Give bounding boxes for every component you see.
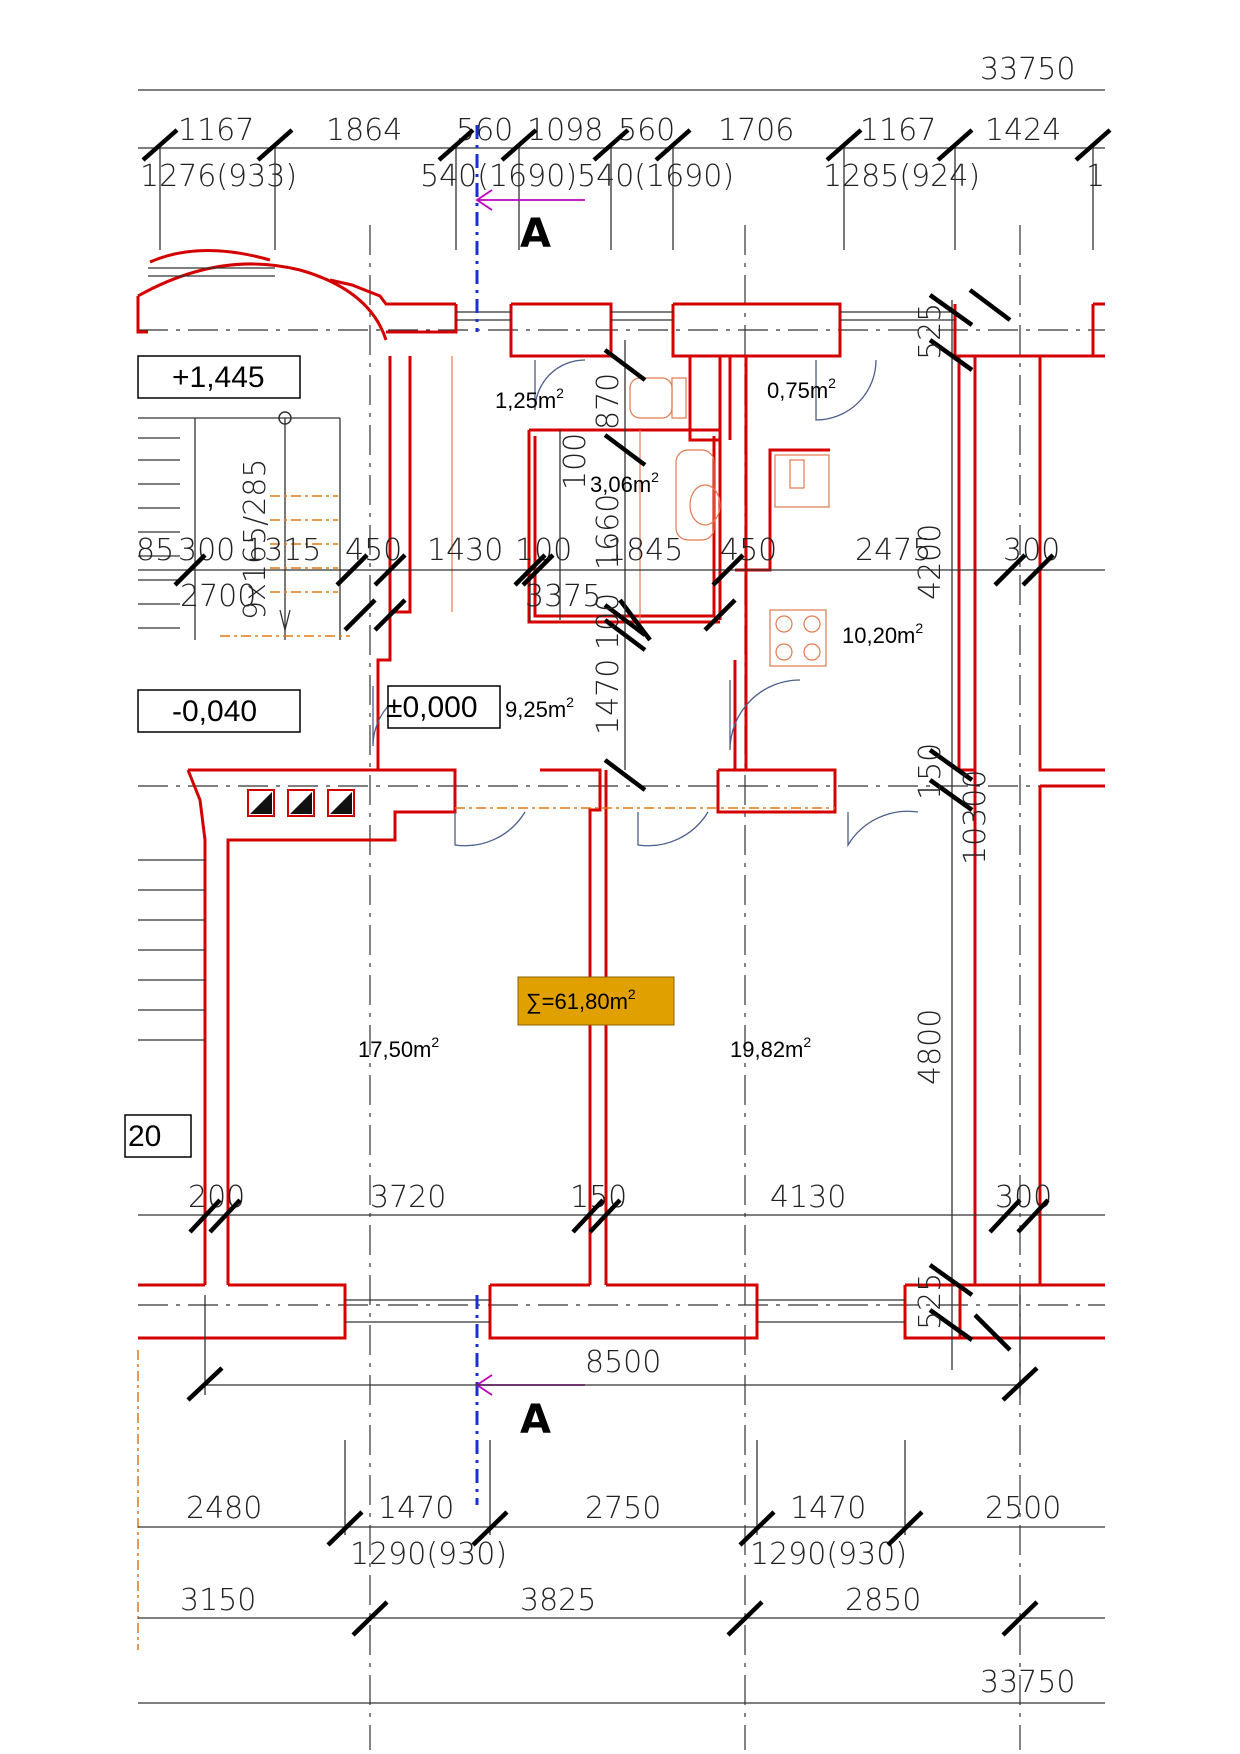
level-marker: +1,445	[172, 361, 265, 394]
dim-label: 4800	[913, 1009, 948, 1085]
dim-label: 1470	[591, 659, 626, 735]
dim-label: 870	[591, 373, 626, 430]
dim-label: 1430	[427, 533, 503, 568]
section-line-a	[475, 125, 585, 1505]
section-label-top: A	[520, 211, 551, 257]
fixtures	[451, 356, 830, 667]
width-dimension	[186, 1295, 1039, 1402]
upper-dims: 85 300 1315 450 1430 100 1845 450 2475 3…	[136, 533, 1060, 614]
dim-label: 150	[570, 1180, 627, 1215]
room-area: 17,50m2	[358, 1034, 439, 1062]
dim-label: 1845	[607, 533, 683, 568]
total-area: ∑=61,80m2	[526, 986, 636, 1014]
dim-label: 1290(930)	[350, 1537, 507, 1572]
dim-label: 1864	[326, 113, 402, 148]
vertical-dimension-line	[559, 288, 1012, 1370]
dim-label: 200	[188, 1180, 245, 1215]
dim-label: 525	[913, 303, 948, 360]
chimney-flues	[247, 789, 355, 817]
total-area-badge: ∑=61,80m2	[517, 976, 675, 1026]
dim-label: 1167	[178, 113, 254, 148]
top-dims-row1: 1167 1864 560 1098 560 1706 1167 1424	[178, 113, 1061, 148]
dim-label: 1276(933)	[140, 159, 297, 194]
room-areas: 1,25m2 0,75m2 3,06m2 10,20m2 9,25m2 17,5…	[358, 375, 923, 1062]
dim-label: 2750	[585, 1491, 661, 1526]
level-marker: ±0,000	[386, 691, 478, 724]
stair-label: 9x165/285	[238, 459, 273, 620]
top-dims-row2: 1276(933) 540(1690)540(1690) 1285(924) 1	[140, 159, 1105, 194]
dim-label: 1	[1086, 159, 1105, 194]
room-area: 9,25m2	[505, 694, 574, 722]
dim-label: 100	[558, 433, 593, 490]
level-marker: -0,040	[172, 695, 257, 728]
dim-label: 3825	[520, 1583, 596, 1618]
section-label-bottom: A	[520, 1397, 551, 1443]
dim-label: 10300	[958, 770, 993, 865]
top-dimension-lines	[138, 89, 1105, 250]
dim-label: 1167	[860, 113, 936, 148]
dim-label: 300	[995, 1180, 1052, 1215]
lower-ticks	[188, 1198, 1050, 1234]
stairs	[137, 411, 835, 1650]
upper-dimension-line	[138, 569, 1105, 622]
dim-label: 2475	[855, 533, 931, 568]
dim-label: 150	[913, 743, 948, 800]
dim-label: 1470	[378, 1491, 454, 1526]
dim-label: 3150	[180, 1583, 256, 1618]
vertical-dims: 870 100 1660 100 1470 525 4200 150 10300…	[558, 303, 993, 1330]
lower-dims: 200 3720 150 4130 300	[188, 1180, 1052, 1215]
dim-label: 525	[913, 1273, 948, 1330]
dim-label: 560	[456, 113, 513, 148]
room-area: 3,06m2	[590, 469, 659, 497]
room-area: 0,75m2	[767, 375, 836, 403]
level-marker: 20	[128, 1120, 161, 1153]
dim-label: 4130	[770, 1180, 846, 1215]
overall-dimension-top: 33750	[980, 52, 1075, 87]
dim-label: 450	[345, 533, 402, 568]
room-area: 1,25m2	[495, 385, 564, 413]
top-ticks	[141, 128, 1112, 162]
dim-label: 1285(924)	[823, 159, 980, 194]
windows	[148, 267, 955, 1323]
level-markers: +1,445 -0,040 ±0,000 20	[124, 355, 501, 1158]
dim-label: 1706	[718, 113, 794, 148]
dim-label: 2700	[180, 579, 256, 614]
dim-label: 1470	[790, 1491, 866, 1526]
dim-label: 2850	[845, 1583, 921, 1618]
bottom-dims-row2: 3150 3825 2850	[180, 1583, 921, 1618]
dim-label: 1098	[527, 113, 603, 148]
dim-label: 1315	[245, 533, 321, 568]
dim-label: 1290(930)	[750, 1537, 907, 1572]
bottom-ticks	[326, 1510, 1039, 1637]
dim-label: 540(1690)540(1690)	[420, 159, 734, 194]
dim-label: 2480	[186, 1491, 262, 1526]
dim-label: 300	[178, 533, 235, 568]
dim-label: 100	[591, 593, 626, 650]
dim-label: 4200	[913, 524, 948, 600]
dim-label: 450	[720, 533, 777, 568]
dim-label: 1660	[591, 494, 626, 570]
dim-label: 3720	[370, 1180, 446, 1215]
dim-label: 2500	[985, 1491, 1061, 1526]
width-dimension-label: 8500	[585, 1345, 661, 1380]
room-area: 10,20m2	[842, 620, 923, 648]
dim-label: 85	[136, 533, 174, 568]
bottom-dims-row1: 2480 1470 2750 1470 2500 1290(930) 1290(…	[186, 1491, 1061, 1572]
room-area: 19,82m2	[730, 1034, 811, 1062]
bottom-dimension-lines	[138, 1440, 1105, 1704]
overall-dimension-bottom: 33750	[980, 1665, 1075, 1700]
dim-label: 1424	[985, 113, 1061, 148]
dim-label: 3375	[525, 579, 601, 614]
dim-label: 300	[1003, 533, 1060, 568]
